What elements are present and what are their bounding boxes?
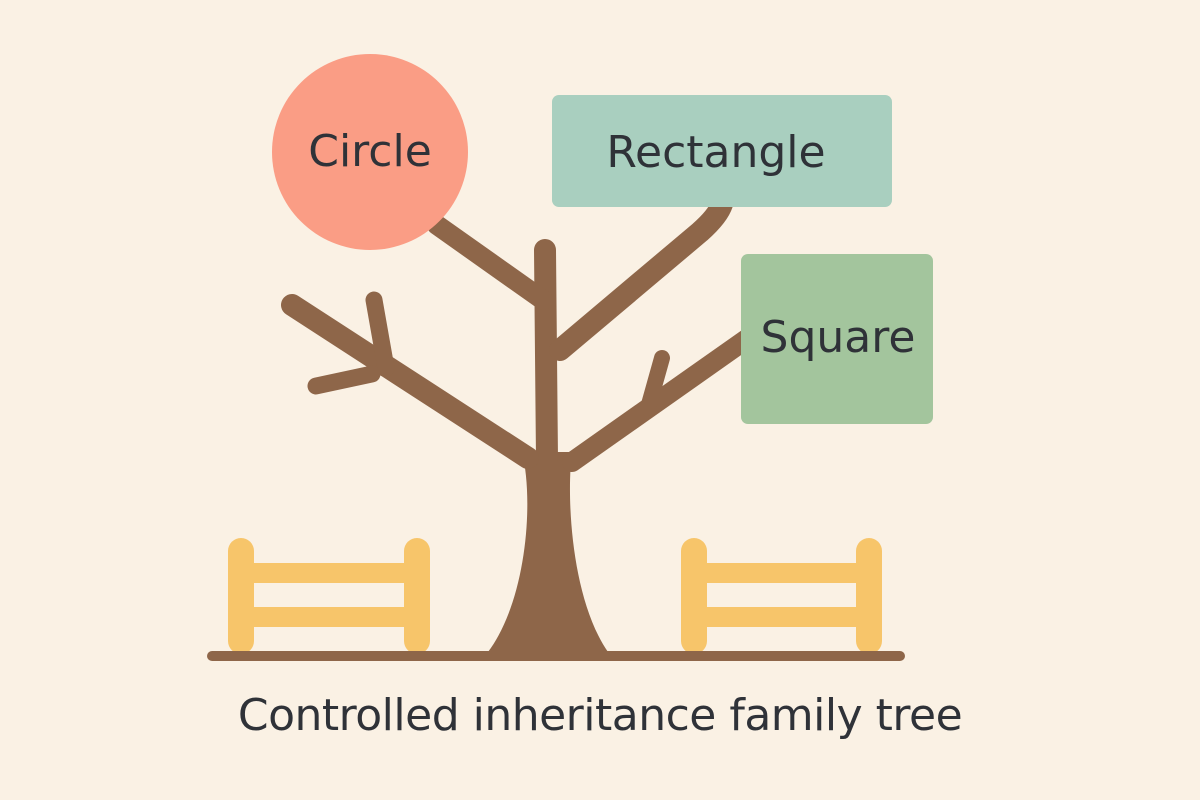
- fence-post: [681, 538, 707, 654]
- node-square: Square: [741, 254, 933, 424]
- square-label: Square: [761, 312, 916, 363]
- branch-left-twig-upper: [365, 291, 395, 377]
- branch-left-twig-lower: [307, 365, 381, 395]
- fence-rail: [236, 607, 416, 627]
- node-rectangle: Rectangle: [552, 95, 892, 207]
- trunk: [488, 452, 608, 652]
- square-shape: [741, 254, 933, 424]
- fence-rail: [690, 607, 870, 627]
- node-circle: Circle: [272, 54, 468, 250]
- branch-square-twig: [640, 350, 670, 416]
- branch-rectangle: [549, 193, 733, 361]
- fence-rail: [690, 563, 870, 583]
- fence-post: [856, 538, 882, 654]
- rectangle-label: Rectangle: [606, 127, 825, 178]
- rectangle-shape: [552, 95, 892, 207]
- left-fence: [228, 538, 430, 654]
- tree: [207, 193, 905, 661]
- caption: Controlled inheritance family tree: [237, 690, 963, 741]
- branch-square: [562, 328, 758, 472]
- fence-rail: [236, 563, 416, 583]
- branch-left: [281, 294, 539, 469]
- right-fence: [681, 538, 882, 654]
- fence-post: [228, 538, 254, 654]
- circle-label: Circle: [308, 126, 432, 177]
- fence-post: [404, 538, 430, 654]
- branch-circle: [427, 215, 553, 310]
- circle-shape: [272, 54, 468, 250]
- trunk-upper: [534, 239, 558, 471]
